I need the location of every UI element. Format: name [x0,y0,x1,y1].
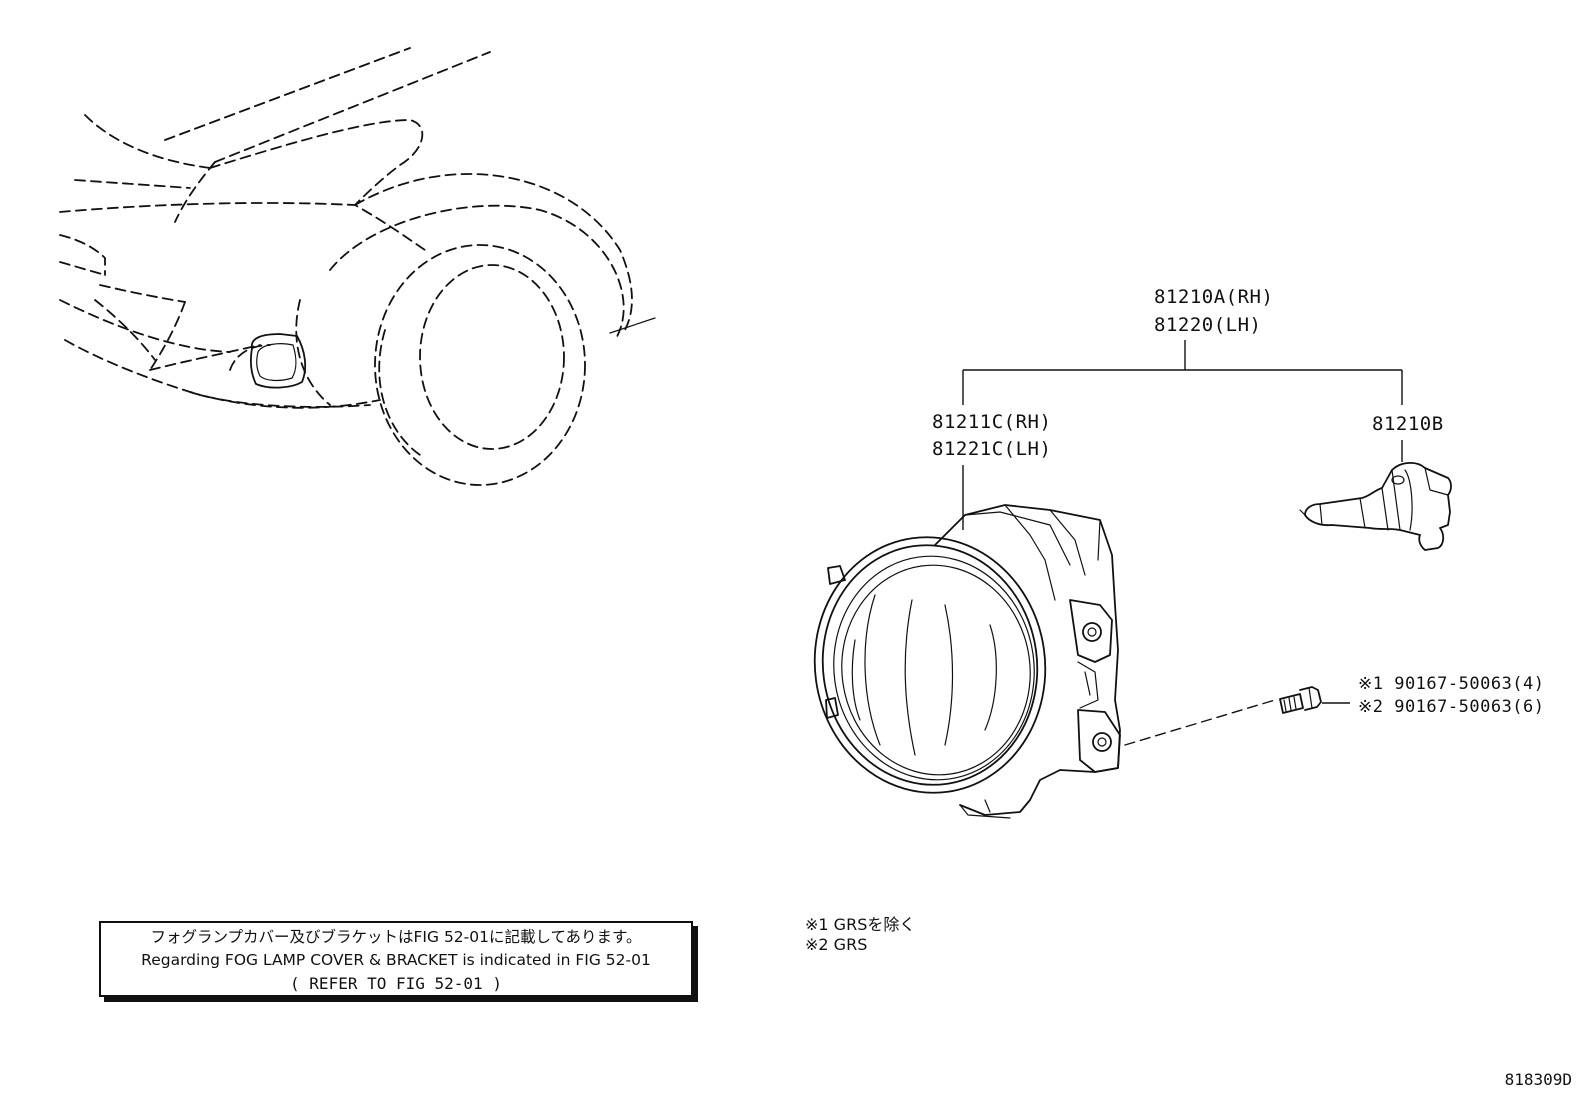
lens-housing-part-number-rh: 81211C(RH) [932,411,1052,433]
lens-housing-part-number-lh: 81221C(LH) [932,438,1052,460]
note-japanese: フォグランプカバー及びブラケットはFIG 52-01に記載してあります。 [150,928,642,946]
footnote-2: ※2 GRS [805,935,868,954]
fog-lamp-drawing [813,504,1121,819]
vehicle-front-outline [59,47,656,486]
leader-lines [962,340,1403,746]
assembly-part-number-lh: 81220(LH) [1154,314,1262,336]
screw-drawing [1279,686,1322,714]
assembly-part-number-rh: 81210A(RH) [1154,286,1274,308]
note-english: Regarding FOG LAMP COVER & BRACKET is in… [141,951,651,969]
screw-part-number-1: ※1 90167-50063(4) [1358,674,1545,694]
note-refer: ( REFER TO FIG 52-01 ) [290,974,502,993]
reference-note-box: フォグランプカバー及びブラケットはFIG 52-01に記載してあります。 Reg… [99,921,693,997]
footnote-1: ※1 GRSを除く [805,915,916,934]
screw-part-number-2: ※2 90167-50063(6) [1358,697,1545,717]
figure-id: 818309D [1504,1070,1572,1089]
bulb-drawing [1299,462,1452,551]
bulb-part-number: 81210B [1372,413,1444,435]
